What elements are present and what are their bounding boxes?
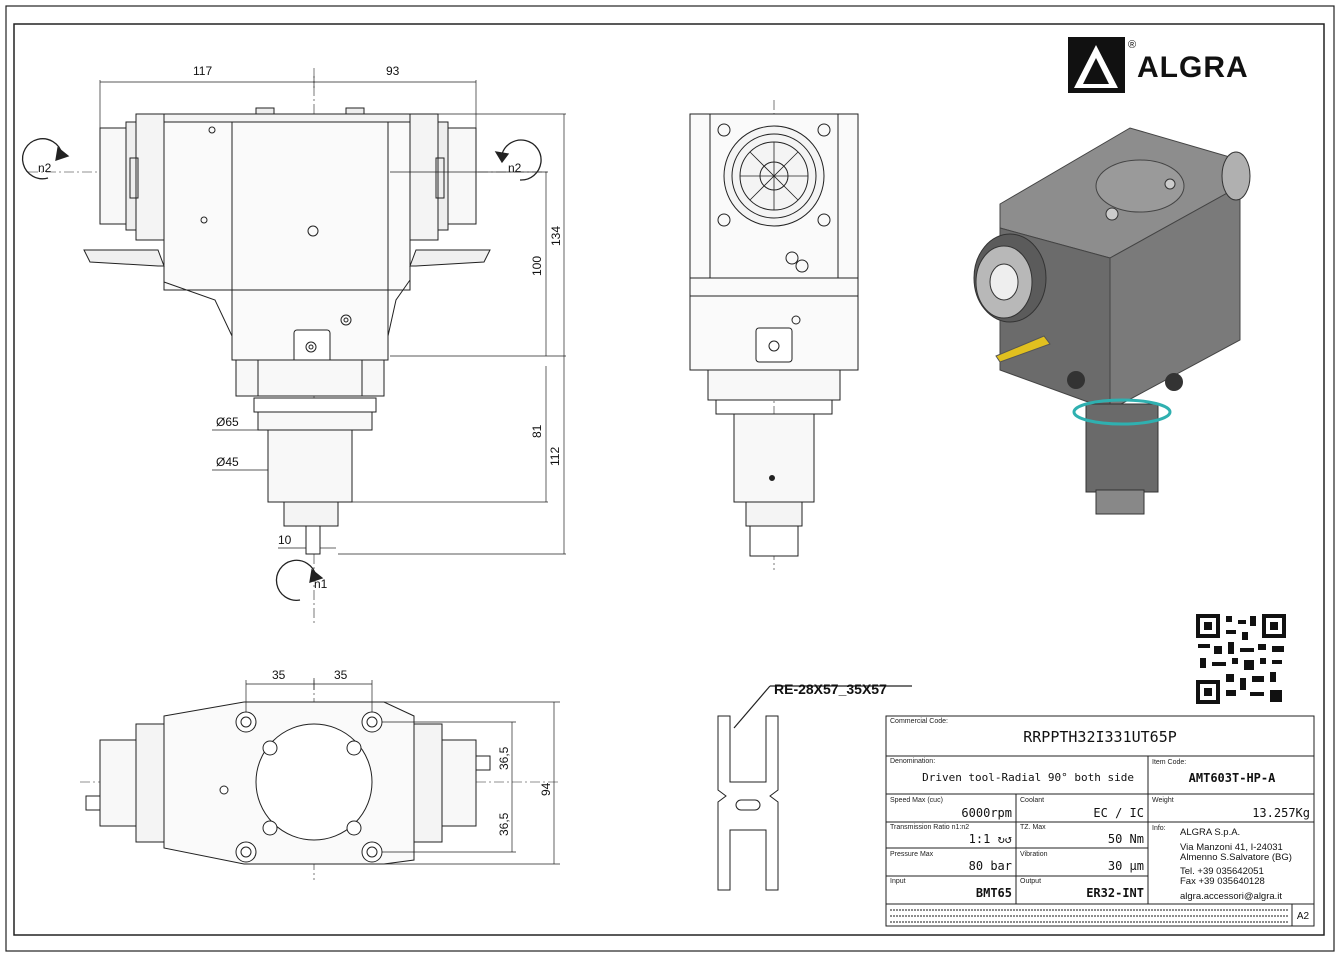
dim-key-10: 10 (278, 533, 292, 547)
inner-frame (13, 23, 1325, 936)
info-fax: Fax +39 035640128 (1180, 876, 1265, 887)
speed-max-value: 6000rpm (961, 806, 1012, 820)
sheet-size: A2 (1297, 911, 1310, 922)
dim-left-width: 117 (193, 64, 212, 78)
registered-mark: ® (1128, 39, 1136, 51)
dim-diameter-45: Ø45 (216, 455, 239, 469)
item-code-label: Item Code: (1152, 759, 1186, 766)
rotation-label-left: n2 (38, 161, 52, 175)
transmission-label: Transmission Ratio n1:n2 (890, 824, 969, 831)
qr-code-icon (1196, 614, 1286, 704)
bottom-view-labels: 35 35 36,5 36,5 94 (272, 668, 553, 836)
outer-frame (5, 5, 1335, 952)
dim-height-81: 81 (530, 424, 544, 438)
spline-profile: RE-28X57_35X57 (717, 681, 912, 891)
isometric-render (973, 127, 1251, 515)
pressure-label: Pressure Max (890, 851, 934, 858)
info-tel: Tel. +39 035642051 (1180, 866, 1264, 877)
info-address-line1: Via Manzoni 41, I-24031 (1180, 842, 1283, 853)
rotation-arrows (21, 138, 542, 601)
fine-print-lines (890, 909, 1288, 923)
vibration-label: Vibration (1020, 851, 1048, 858)
dim-hole-offset-top: 36,5 (497, 746, 511, 770)
bottom-view (80, 678, 560, 880)
input-label: Input (890, 878, 906, 885)
side-view (689, 100, 859, 570)
dim-hole-offset-bottom: 36,5 (497, 812, 511, 836)
dim-height-134: 134 (549, 226, 563, 246)
pressure-value: 80 bar (969, 859, 1012, 873)
title-block: Commercial Code: RRPPTH32I331UT65P Denom… (885, 715, 1315, 927)
info-label: Info: (1152, 825, 1166, 832)
dim-hole-spacing-left: 35 (272, 668, 286, 682)
info-address-line2: Almenno S.Salvatore (BG) (1180, 852, 1292, 863)
speed-max-label: Speed Max (cuc) (890, 797, 943, 804)
algra-logo: ® ALGRA (1068, 37, 1249, 93)
dim-height-112: 112 (548, 447, 562, 466)
spline-label: RE-28X57_35X57 (774, 681, 887, 697)
torque-label: TZ. Max (1020, 824, 1046, 831)
info-email: algra.accessori@algra.it (1180, 891, 1282, 902)
weight-label: Weight (1152, 797, 1174, 804)
denomination-value: Driven tool-Radial 90° both side (922, 771, 1134, 784)
torque-value: 50 Nm (1108, 832, 1144, 846)
denomination-label: Denomination: (890, 758, 935, 765)
commercial-code-label: Commercial Code: (890, 718, 948, 725)
weight-value: 13.257Kg (1252, 806, 1310, 820)
dim-hole-spacing-right: 35 (334, 668, 348, 682)
logo-brand-text: ALGRA (1137, 51, 1249, 84)
output-value: ER32-INT (1086, 886, 1144, 900)
vibration-value: 30 µm (1108, 859, 1144, 873)
item-code-value: AMT603T-HP-A (1189, 771, 1276, 785)
rotation-label-bottom: n1 (314, 577, 328, 591)
transmission-value: 1:1 ↻↺ (969, 832, 1012, 846)
dim-height-100: 100 (530, 256, 544, 276)
commercial-code-value: RRPPTH32I331UT65P (1023, 728, 1177, 746)
coolant-label: Coolant (1020, 797, 1044, 804)
dim-depth-94: 94 (539, 782, 553, 796)
input-value: BMT65 (976, 886, 1012, 900)
output-label: Output (1020, 878, 1041, 885)
coolant-value: EC / IC (1093, 806, 1144, 820)
front-view-labels: 117 93 134 100 81 112 Ø65 Ø45 10 n2 n2 n… (38, 64, 563, 591)
dim-diameter-65: Ø65 (216, 415, 239, 429)
rotation-label-right: n2 (508, 161, 522, 175)
info-company: ALGRA S.p.A. (1180, 827, 1240, 838)
dim-right-width: 93 (386, 64, 400, 78)
front-view (21, 68, 566, 625)
